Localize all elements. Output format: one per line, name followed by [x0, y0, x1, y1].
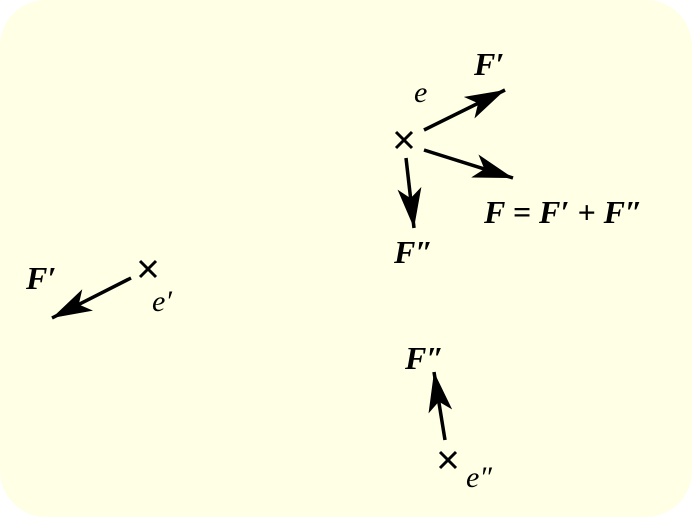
arrow-f-prime-at-e-prime [51, 276, 132, 320]
label-f-sum: F = F′ + F″ [484, 194, 643, 230]
label-point-e-prime: e′ [152, 285, 172, 318]
label-f-prime-at-e-prime: F′ [26, 260, 57, 296]
label-f-prime-at-e: F′ [474, 46, 505, 82]
arrow-f-sum [423, 148, 514, 180]
arrow-f-double-prime-at-e [397, 157, 422, 229]
cross-marker-e-double-prime-icon [438, 450, 458, 470]
cross-marker-e-icon [394, 130, 414, 150]
label-f-double-prime-at-e-double-prime: F″ [405, 340, 445, 376]
label-point-e: e [414, 76, 428, 109]
cross-marker-e-prime-icon [138, 259, 158, 279]
arrow-f-double-prime-at-e-double-prime [428, 371, 453, 441]
label-point-e-double-prime: e″ [466, 461, 492, 494]
arrow-f-prime-at-e [423, 88, 506, 132]
label-f-double-prime-at-e: F″ [394, 234, 434, 270]
